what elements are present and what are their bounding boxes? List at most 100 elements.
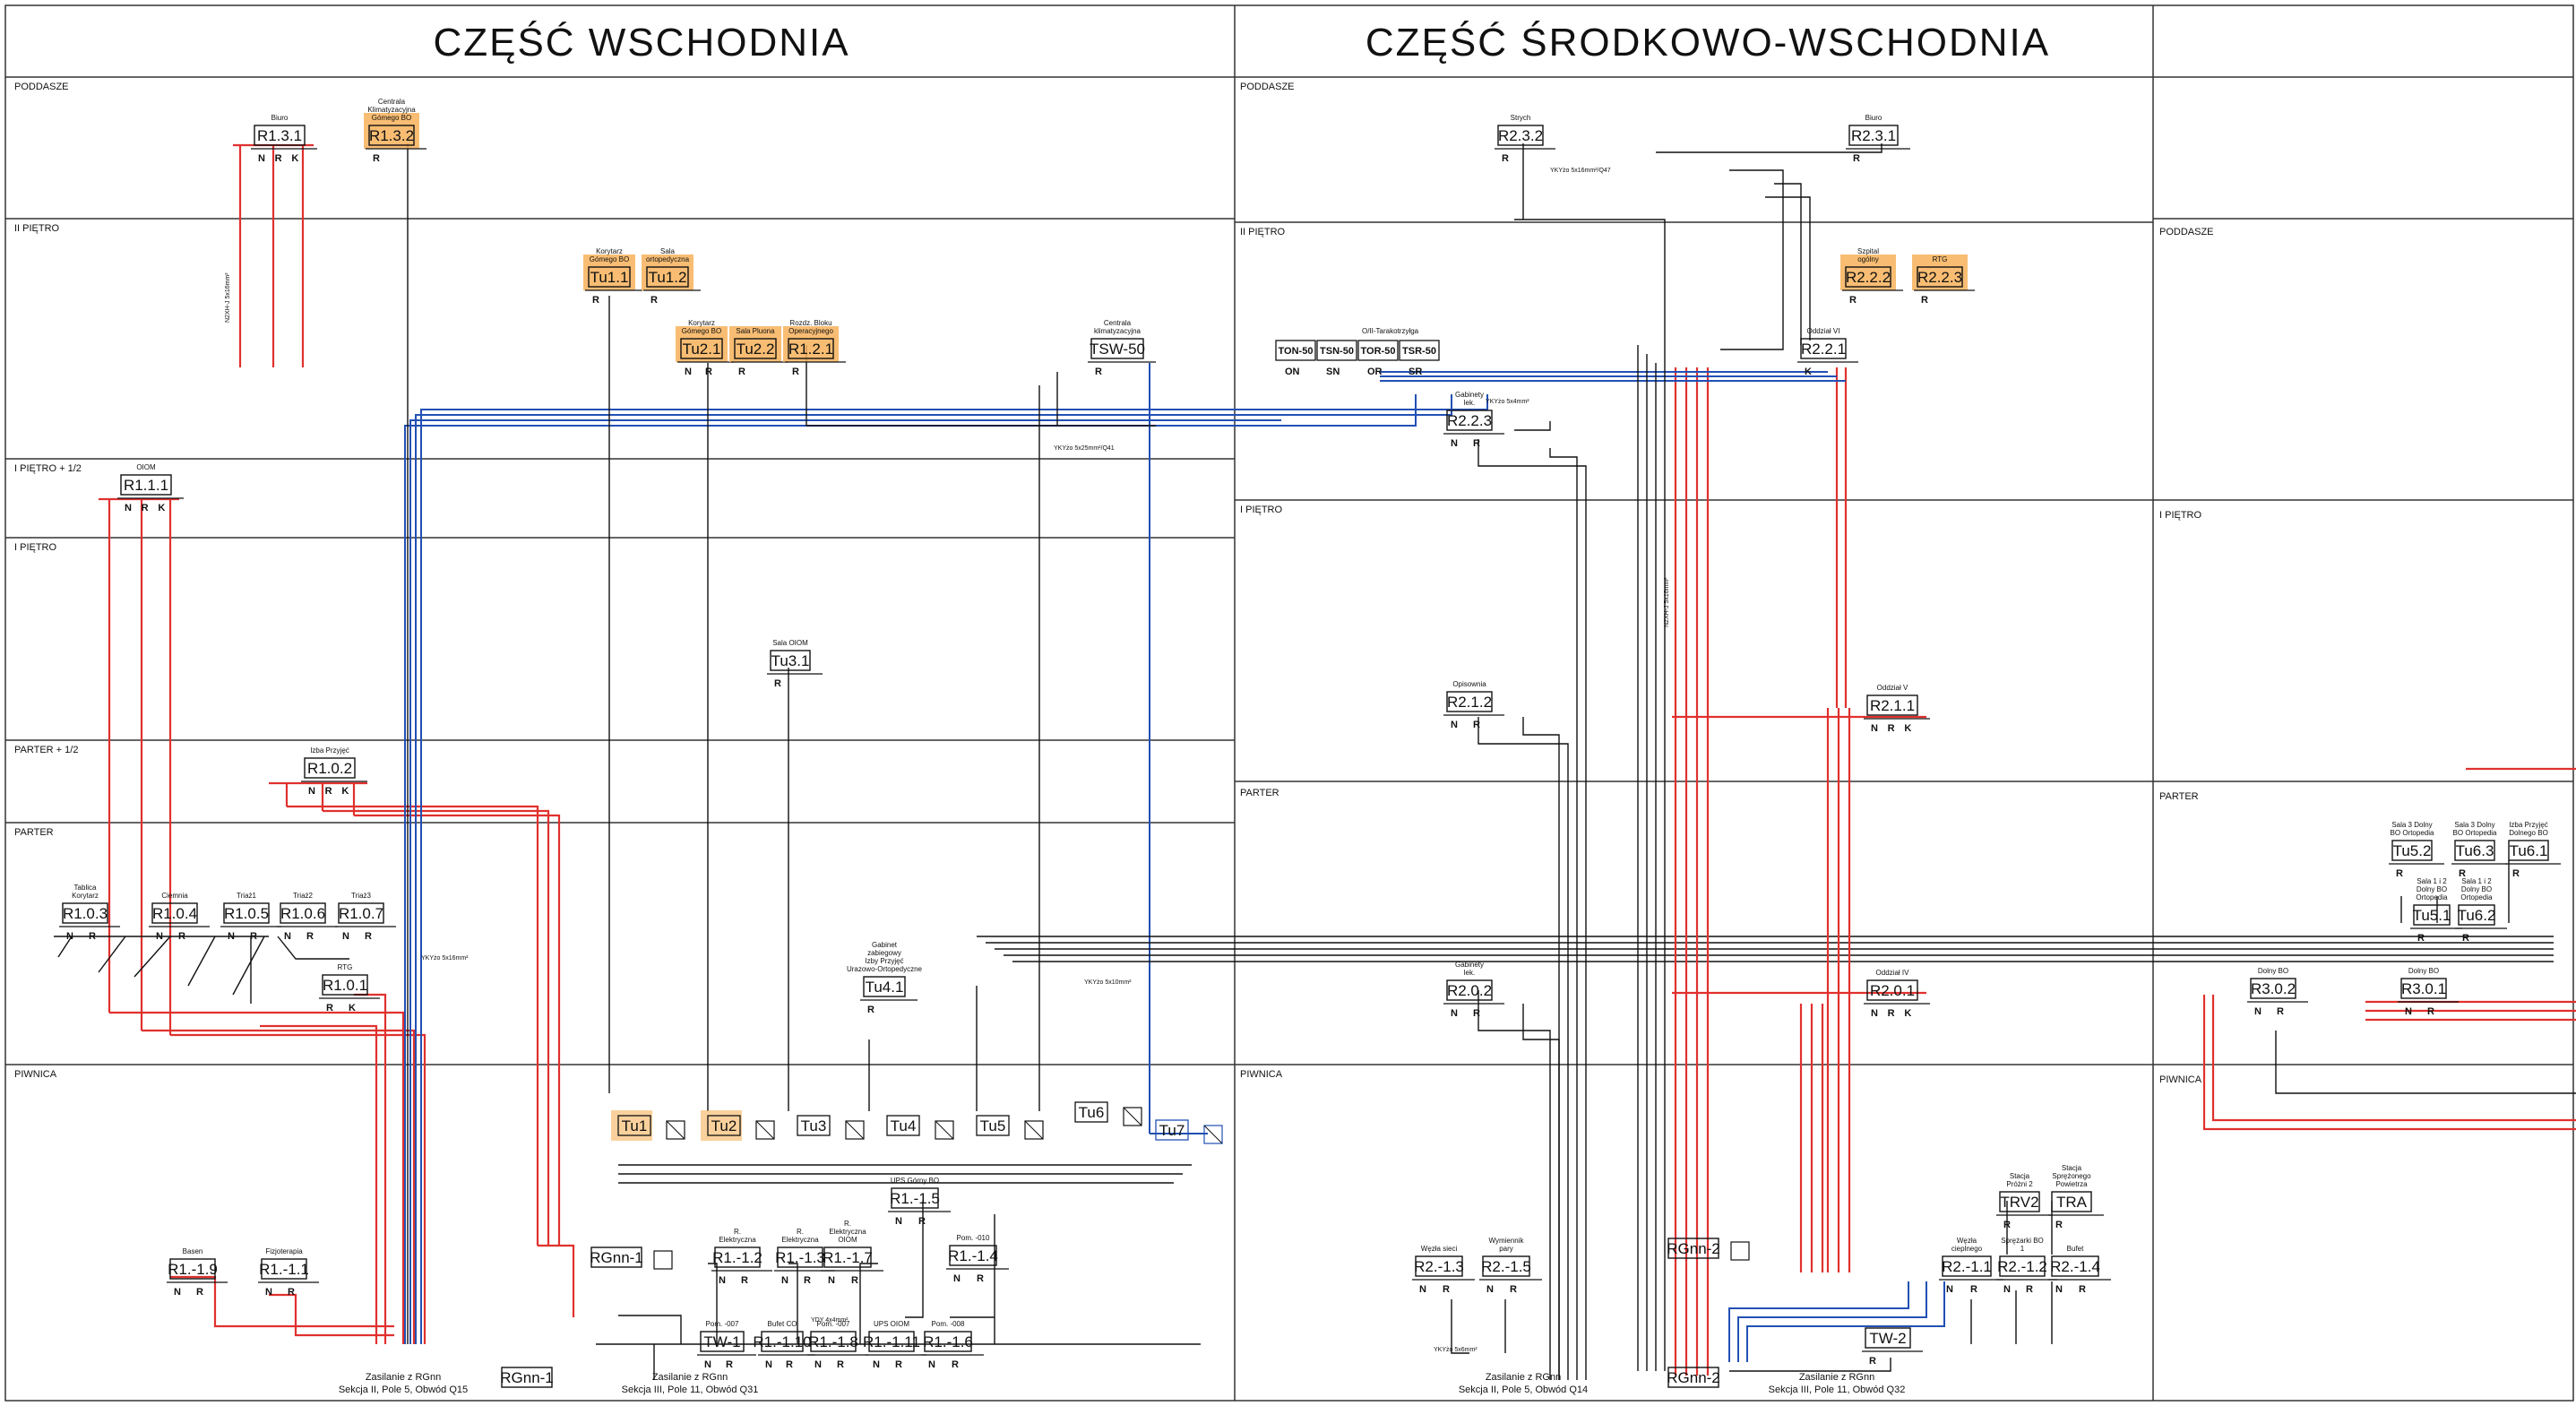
phase-letter: R [705,367,712,377]
board-description: Triaż1 [237,892,256,900]
phase-letter: N [66,931,73,942]
board-frame [2400,978,2447,999]
board-description: Centrala [1104,319,1132,327]
transformer-tu5[interactable]: Tu5 [976,1115,1044,1140]
board-id: R1.-1.3 [775,1249,825,1266]
main-board-feed-rgnn-2[interactable]: RGnn-2 [1667,1367,1720,1388]
transformer-tu6[interactable]: Tu6 [1074,1101,1142,1126]
board-frame [1415,1255,1463,1277]
transformer-tu1[interactable]: Tu1 [611,1110,685,1141]
main-board-id: RGnn-1 [590,1249,643,1266]
phase-letter: N [284,931,291,942]
phase-letter: K [291,153,298,164]
board-description: RTG [338,963,353,971]
main-board-symbol [653,1250,673,1270]
board-description: Próżni 2 [2006,1180,2033,1188]
transformer-tu2[interactable]: Tu2 [701,1110,775,1141]
vent-unit-id: TSR-50 [1402,346,1436,357]
board-frame [1865,1327,1911,1349]
floor-label: PARTER + 1/2 [14,745,78,755]
transformer-tu3[interactable]: Tu3 [797,1115,865,1140]
vent-unit-id: TOR-50 [1361,346,1396,357]
transformer-tu7[interactable]: Tu7 [1155,1119,1223,1144]
main-board-rgnn-2[interactable]: RGnn-2 [1667,1238,1750,1261]
board-frame [1446,691,1493,712]
phase-letter: K [349,1003,356,1014]
board-frame [761,1331,804,1352]
phase-letter: R [1510,1284,1517,1295]
main-board-feed-rgnn-1[interactable]: RGnn-1 [500,1367,554,1388]
board-tw-2[interactable]: TW-2R [1862,1327,1923,1367]
vent-unit-frame [1275,340,1316,361]
board-description: Pom. -007 [817,1320,850,1328]
board-frame [62,902,108,924]
board-id: R1.0.7 [339,905,383,922]
board-description: Fizjoterapia [265,1247,303,1255]
main-board-rgnn-1[interactable]: RGnn-1 [590,1246,673,1270]
highlight-mark [729,326,781,362]
transformer-tu4[interactable]: Tu4 [886,1115,954,1140]
phase-letter: N [685,367,692,377]
phase-letter: N [2003,1284,2011,1295]
board-description: Elektryczna [719,1236,756,1244]
